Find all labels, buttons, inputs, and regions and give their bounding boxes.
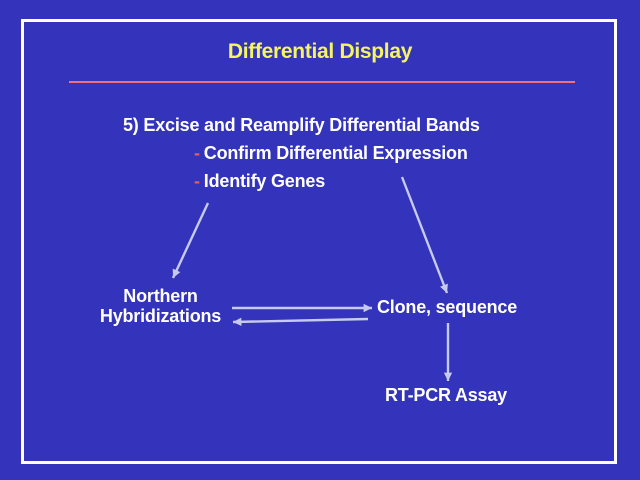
sub-bullet-text: Confirm Differential Expression [203, 143, 468, 163]
step-heading: 5) Excise and Reamplify Differential Ban… [123, 115, 480, 135]
node-clone-sequence: Clone, sequence [377, 297, 518, 317]
node-northern-hybridizations: Northern Hybridizations [88, 286, 233, 326]
node-northern-line1: Northern [123, 286, 198, 306]
sub-bullet-confirm-expression: -Confirm Differential Expression [194, 143, 468, 163]
sub-bullet-identify-genes: -Identify Genes [194, 171, 325, 191]
title-divider-line [69, 81, 575, 83]
sub-bullet-text: Identify Genes [203, 171, 326, 191]
slide-border-frame [21, 19, 617, 464]
bullet-dash-icon: - [194, 143, 200, 163]
node-northern-line2: Hybridizations [99, 306, 222, 326]
node-rt-pcr-assay: RT-PCR Assay [385, 385, 507, 405]
slide-title: Differential Display [227, 40, 413, 63]
bullet-dash-icon: - [194, 171, 200, 191]
